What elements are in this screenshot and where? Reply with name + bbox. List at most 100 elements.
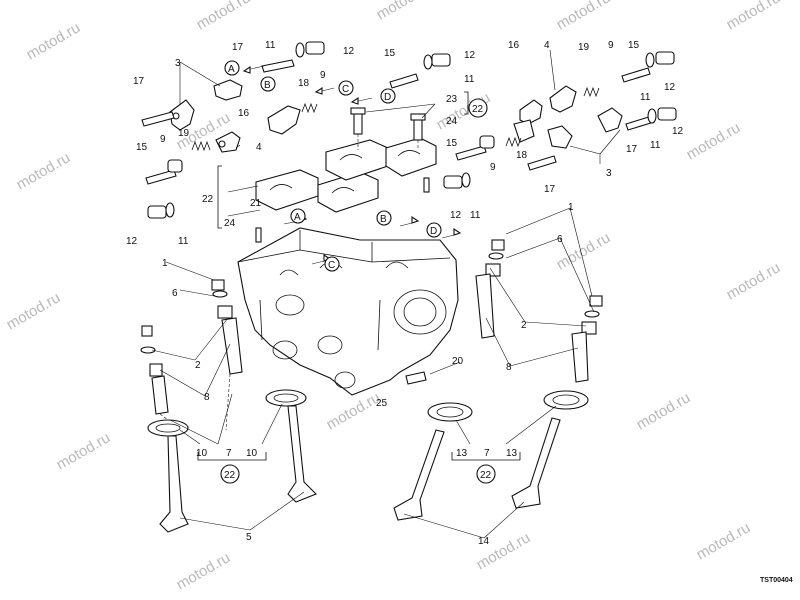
watermark-text: motod.ru: [14, 149, 74, 193]
rocker-shafts: [141, 59, 655, 185]
letter-c-top: C: [342, 84, 349, 95]
callout-2: 2: [195, 360, 201, 371]
rocker-arms-right: [513, 85, 623, 149]
callout-8: 8: [204, 392, 210, 403]
watermark-text: motod.ru: [174, 549, 234, 593]
watermark-text: motod.ru: [694, 519, 754, 563]
kit-badge-left: 22: [224, 470, 236, 481]
watermark-text: motod.ru: [324, 389, 384, 433]
cylinder-head: [237, 227, 459, 396]
callout-18: 18: [298, 78, 310, 89]
kit-badges: 22 22 22: [220, 98, 496, 484]
callout-11: 11: [640, 92, 651, 103]
valve-train-right: [393, 239, 603, 521]
callout-12: 12: [343, 46, 355, 57]
letter-d-top: D: [384, 92, 391, 103]
callout-15: 15: [384, 48, 396, 59]
callout-8: 8: [506, 362, 512, 373]
rocker-arms-left: [169, 79, 301, 153]
callout-1: 1: [568, 202, 574, 213]
rocker-springs: [191, 86, 600, 152]
callout-13: 13: [456, 448, 468, 459]
callout-19: 19: [578, 42, 590, 53]
callout-10: 10: [246, 448, 258, 459]
callout-22: 22: [202, 194, 214, 205]
kit-bracket: [451, 452, 521, 461]
kit-bracket: [197, 452, 267, 461]
callout-3: 3: [606, 168, 612, 179]
callout-7: 7: [484, 448, 490, 459]
dowel-pin: [255, 227, 262, 243]
direction-arrows: [242, 65, 462, 265]
callout-17: 17: [232, 42, 244, 53]
callout-19: 19: [178, 128, 190, 139]
callout-14: 14: [478, 536, 490, 547]
callout-1: 1: [162, 258, 168, 269]
callout-12: 12: [664, 82, 676, 93]
callout-12: 12: [126, 236, 138, 247]
kit-badge-right: 22: [480, 470, 492, 481]
plug-bolt: [405, 371, 427, 385]
drawing-code: TST00404: [760, 577, 793, 584]
callout-2: 2: [521, 320, 527, 331]
callout-6: 6: [557, 234, 563, 245]
callout-11: 11: [464, 74, 475, 85]
callout-15: 15: [136, 142, 148, 153]
callout-21: 21: [250, 198, 262, 209]
callout-15: 15: [446, 138, 458, 149]
callout-16: 16: [238, 108, 250, 119]
callout-11: 11: [470, 210, 481, 221]
dowel-pin: [423, 177, 430, 193]
callout-4: 4: [544, 40, 550, 51]
callout-11: 11: [650, 140, 661, 151]
callout-11: 11: [265, 40, 276, 51]
callout-17: 17: [544, 184, 556, 195]
letter-a-top: A: [228, 64, 235, 75]
kit-bracket: [217, 165, 222, 229]
watermark-text: motod.ru: [194, 0, 254, 33]
callout-23: 23: [446, 94, 458, 105]
callout-10: 10: [196, 448, 208, 459]
watermark-text: motod.ru: [724, 0, 784, 33]
callout-17: 17: [626, 144, 638, 155]
callout-15: 15: [628, 40, 640, 51]
watermark-text: motod.ru: [54, 429, 114, 473]
reference-letters: A B C D A B C D: [224, 60, 442, 272]
watermark-text: motod.ru: [634, 389, 694, 433]
leader-lines: [151, 49, 621, 539]
callout-9: 9: [320, 70, 326, 81]
callout-7: 7: [226, 448, 232, 459]
kit-badge-top: 22: [472, 104, 484, 115]
callout-25: 25: [376, 398, 388, 409]
cap-bolts: [350, 107, 426, 150]
callout-13: 13: [506, 448, 518, 459]
kit-bracket: [464, 91, 469, 115]
watermark-text: motod.ru: [724, 259, 784, 303]
callout-12: 12: [672, 126, 684, 137]
shaft-caps: [147, 41, 677, 219]
watermark-text: motod.ru: [374, 0, 434, 23]
callout-16: 16: [508, 40, 520, 51]
watermark-text: motod.ru: [684, 119, 744, 163]
callout-3: 3: [175, 58, 181, 69]
callout-9: 9: [160, 134, 166, 145]
callout-24: 24: [446, 116, 458, 127]
letter-a-head: A: [294, 212, 301, 223]
letter-b-top: B: [264, 80, 271, 91]
callout-11: 11: [178, 236, 189, 247]
callout-6: 6: [172, 288, 178, 299]
letter-d-head: D: [430, 226, 437, 237]
callout-12: 12: [464, 50, 476, 61]
callout-9: 9: [608, 40, 614, 51]
letter-c-head: C: [328, 260, 335, 271]
watermark-text: motod.ru: [24, 19, 84, 63]
callout-24: 24: [224, 218, 236, 229]
callout-17: 17: [133, 76, 145, 87]
callout-5: 5: [246, 532, 252, 543]
camshaft-caps: [255, 137, 437, 213]
letter-b-head: B: [380, 214, 387, 225]
callout-12: 12: [450, 210, 462, 221]
callout-9: 9: [490, 162, 496, 173]
watermark-text: motod.ru: [554, 0, 614, 33]
